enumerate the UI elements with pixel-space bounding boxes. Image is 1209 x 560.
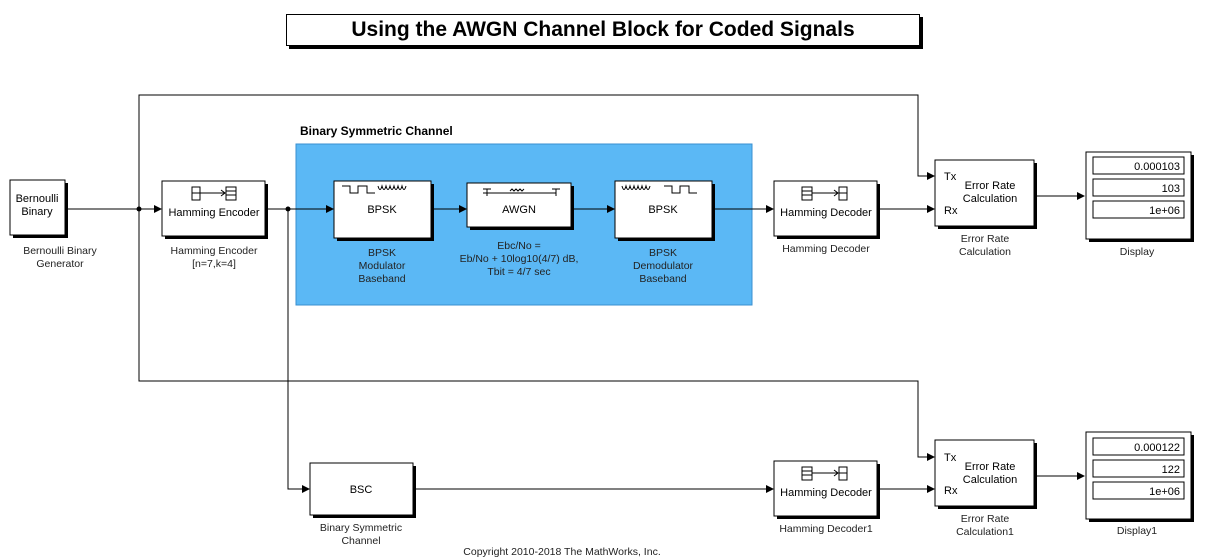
- hamming-decoder-block[interactable]: Hamming Decoder: [773, 180, 880, 239]
- display-value-errors: 103: [1162, 183, 1180, 195]
- awgn-text: AWGN: [502, 204, 536, 216]
- hamming-decoder-icon: [801, 466, 848, 481]
- tx1-port-label: Tx: [944, 452, 957, 464]
- display-block[interactable]: 0.000103 103 1e+06: [1085, 151, 1194, 242]
- error-rate-caption-1: Error Rate: [961, 233, 1010, 245]
- rx1-port-label: Rx: [944, 485, 958, 497]
- display-value-ber: 0.000103: [1134, 161, 1180, 173]
- bsc-text: BSC: [350, 484, 373, 496]
- noise-channel-icon: [483, 188, 560, 196]
- bpsk-demod-caption-2: Demodulator: [633, 260, 694, 272]
- bpsk-demod-text: BPSK: [648, 204, 678, 216]
- error-rate1-caption-1: Error Rate: [961, 513, 1010, 525]
- bernoulli-binary-generator-block[interactable]: Bernoulli Binary: [9, 179, 68, 238]
- hamming-encoder-block[interactable]: Hamming Encoder: [161, 180, 268, 239]
- display-value-bits: 1e+06: [1149, 205, 1180, 217]
- hamming-decoder1-text: Hamming Decoder: [780, 487, 872, 499]
- display1-value-ber: 0.000122: [1134, 442, 1180, 454]
- bpsk-modulator-block[interactable]: BPSK: [333, 180, 434, 241]
- error-rate-caption-2: Calculation: [959, 246, 1011, 258]
- display1-value-bits: 1e+06: [1149, 486, 1180, 498]
- hamming-encoder-icon: [191, 186, 237, 201]
- awgn-channel-block[interactable]: AWGN: [466, 182, 574, 230]
- hamming-decoder1-caption: Hamming Decoder1: [779, 523, 873, 535]
- hamming-decoder-text: Hamming Decoder: [780, 207, 872, 219]
- bernoulli-text-2: Binary: [21, 206, 53, 218]
- bpsk-demod-caption-1: BPSK: [649, 247, 677, 259]
- display-caption: Display: [1120, 246, 1155, 258]
- awgn-caption-1: Ebc/No =: [497, 240, 540, 252]
- hamming-decoder-icon: [801, 186, 848, 201]
- bpsk-demodulator-block[interactable]: BPSK: [614, 180, 715, 241]
- bpsk-demod-caption-3: Baseband: [639, 273, 686, 285]
- copyright-text: Copyright 2010-2018 The MathWorks, Inc.: [463, 546, 660, 558]
- rx-port-label: Rx: [944, 205, 958, 217]
- sine-to-square-wave-icon: [621, 184, 697, 194]
- hamming-decoder-caption: Hamming Decoder: [782, 243, 870, 255]
- subsystem-label: Binary Symmetric Channel: [300, 124, 453, 138]
- bpsk-mod-caption-1: BPSK: [368, 247, 396, 259]
- tx-port-label: Tx: [944, 171, 957, 183]
- display1-block[interactable]: 0.000122 122 1e+06: [1085, 431, 1194, 522]
- error-rate-calculation-block[interactable]: Tx Rx Error Rate Calculation: [934, 159, 1037, 229]
- error-rate1-caption-2: Calculation1: [956, 526, 1014, 538]
- error-rate-calculation1-block[interactable]: Tx Rx Error Rate Calculation: [934, 439, 1037, 509]
- awgn-caption-2: Eb/No + 10log10(4/7) dB,: [460, 253, 579, 265]
- bernoulli-text-1: Bernoulli: [16, 193, 59, 205]
- bpsk-mod-caption-3: Baseband: [358, 273, 405, 285]
- bsc-block[interactable]: BSC: [309, 462, 416, 518]
- bpsk-mod-caption-2: Modulator: [359, 260, 406, 272]
- awgn-caption-3: Tbit = 4/7 sec: [487, 266, 550, 278]
- hamming-decoder1-block[interactable]: Hamming Decoder: [773, 460, 880, 519]
- square-to-sine-wave-icon: [342, 184, 407, 194]
- hamming-encoder-text: Hamming Encoder: [168, 207, 259, 219]
- bsc-caption-2: Channel: [341, 535, 380, 547]
- bernoulli-caption-2: Generator: [36, 258, 84, 270]
- hamming-encoder-caption-1: Hamming Encoder: [171, 245, 258, 257]
- bsc-caption-1: Binary Symmetric: [320, 522, 402, 534]
- hamming-encoder-caption-2: [n=7,k=4]: [192, 258, 236, 270]
- error-rate-text-1: Error Rate: [965, 180, 1016, 192]
- error-rate1-text-2: Calculation: [963, 474, 1017, 486]
- error-rate-text-2: Calculation: [963, 193, 1017, 205]
- bpsk-mod-text: BPSK: [367, 204, 397, 216]
- display1-value-errors: 122: [1162, 464, 1180, 476]
- signal-lines: [66, 94, 1085, 493]
- diagram-title: Using the AWGN Channel Block for Coded S…: [286, 14, 920, 46]
- display1-caption: Display1: [1117, 525, 1157, 537]
- bernoulli-caption-1: Bernoulli Binary: [23, 245, 97, 257]
- error-rate1-text-1: Error Rate: [965, 461, 1016, 473]
